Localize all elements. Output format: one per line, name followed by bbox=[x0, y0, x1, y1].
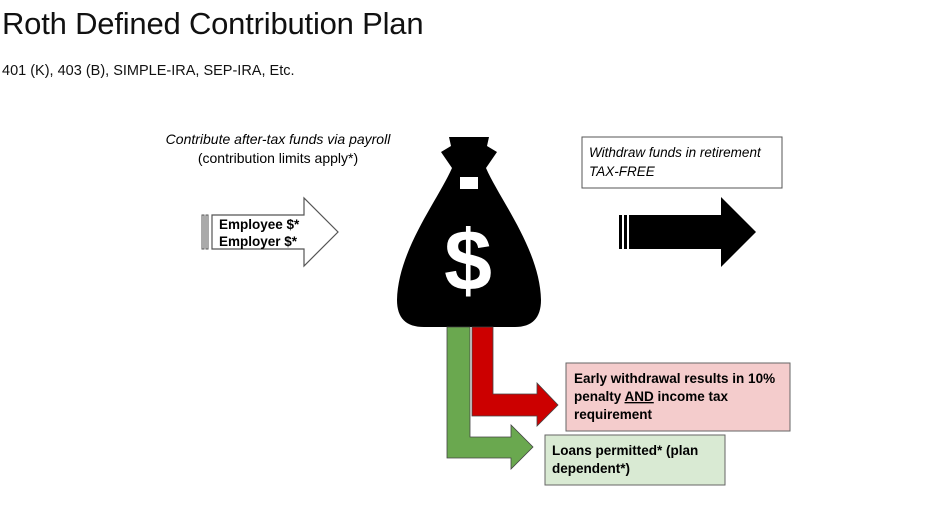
employer-contribution-label: Employer $* bbox=[219, 234, 298, 249]
early-withdrawal-line3: requirement bbox=[574, 407, 653, 422]
dollar-sign: $ bbox=[444, 213, 492, 309]
loans-line1: Loans permitted* (plan bbox=[552, 443, 698, 458]
tax-free-text: TAX-FREE bbox=[589, 164, 656, 179]
inflow-arrow bbox=[201, 196, 339, 268]
loans-box bbox=[544, 434, 726, 486]
early-withdrawal-box bbox=[565, 362, 791, 432]
early-withdrawal-arrow bbox=[471, 326, 559, 427]
early-withdrawal-line1: Early withdrawal results in 10% bbox=[574, 371, 775, 386]
page-title: Roth Defined Contribution Plan bbox=[2, 6, 424, 41]
withdraw-box bbox=[581, 136, 783, 189]
retirement-arrow bbox=[619, 197, 756, 267]
page-subtitle: 401 (K), 403 (B), SIMPLE-IRA, SEP-IRA, E… bbox=[2, 63, 295, 79]
employee-contribution-label: Employee $* bbox=[219, 217, 300, 232]
loans-line2: dependent*) bbox=[552, 461, 630, 476]
contribution-limits-text: (contribution limits apply*) bbox=[198, 150, 358, 166]
early-withdrawal-line2: penalty AND income tax bbox=[574, 389, 729, 404]
loans-arrow bbox=[446, 326, 534, 470]
withdraw-text: Withdraw funds in retirement bbox=[589, 145, 762, 160]
money-bag-icon bbox=[397, 137, 541, 327]
contribute-text: Contribute after-tax funds via payroll bbox=[166, 131, 392, 147]
